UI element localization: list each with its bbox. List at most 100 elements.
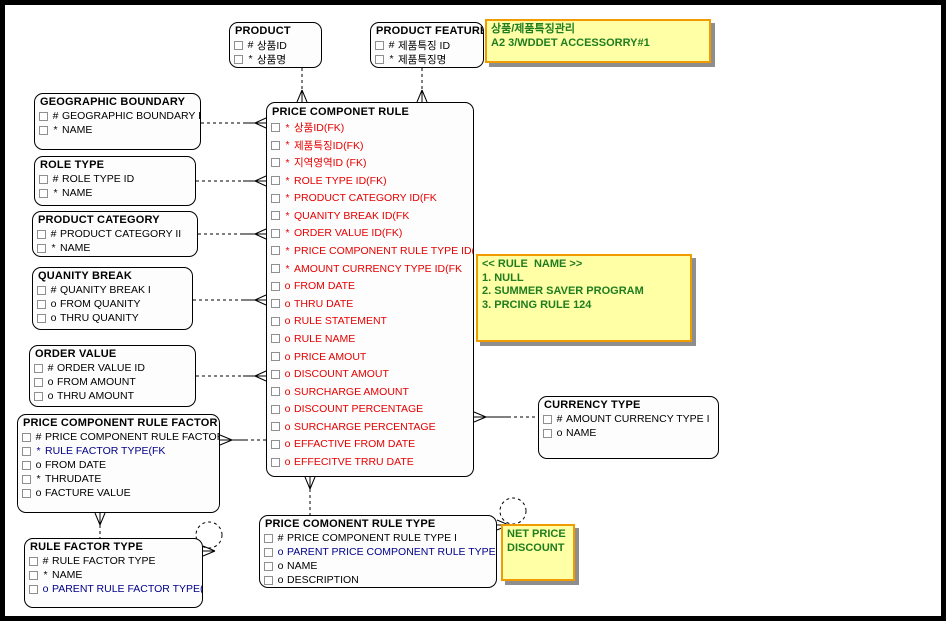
entity-role-type[interactable]: ROLE TYPE #ROLE TYPE ID*NAME <box>34 156 196 206</box>
attribute-checkbox[interactable] <box>264 575 273 585</box>
attribute-checkbox[interactable] <box>37 243 46 253</box>
attribute-checkbox[interactable] <box>39 174 48 184</box>
attribute-checkbox[interactable] <box>264 547 273 557</box>
attribute-checkbox[interactable] <box>39 111 48 121</box>
attribute-row: *NAME <box>29 568 202 582</box>
attribute-key: # <box>35 431 42 443</box>
attribute-checkbox[interactable] <box>271 228 280 238</box>
attribute-checkbox[interactable] <box>34 377 43 387</box>
attribute-row: *NAME <box>39 123 200 137</box>
attribute-checkbox[interactable] <box>375 40 384 50</box>
entity-product-feature[interactable]: PRODUCT FEATURE #제품특징 ID*제품특징명 <box>370 22 484 68</box>
attribute-checkbox[interactable] <box>271 334 280 344</box>
attribute-key: # <box>52 110 59 122</box>
entity-title: PRODUCT CATEGORY <box>38 214 160 226</box>
attribute-checkbox[interactable] <box>264 533 273 543</box>
attribute-checkbox[interactable] <box>271 176 280 186</box>
attribute-label: DISCOUNT PERCENTAGE <box>294 403 424 416</box>
attribute-checkbox[interactable] <box>271 422 280 432</box>
attribute-checkbox[interactable] <box>22 488 31 498</box>
attribute-key: * <box>36 473 41 485</box>
attribute-checkbox[interactable] <box>39 125 48 135</box>
attribute-key: o <box>284 280 291 293</box>
attribute-key: o <box>284 297 291 310</box>
attribute-row: *NAME <box>37 241 197 255</box>
attribute-checkbox[interactable] <box>29 584 38 594</box>
entity-product[interactable]: PRODUCT #상품ID*상품명 <box>229 22 322 68</box>
attribute-checkbox[interactable] <box>37 229 46 239</box>
attribute-checkbox[interactable] <box>22 474 31 484</box>
attribute-checkbox[interactable] <box>543 428 552 438</box>
attribute-row: #GEOGRAPHIC BOUNDARY I <box>39 109 200 123</box>
attribute-row: *제품특징ID(FK) <box>271 137 473 155</box>
attribute-checkbox[interactable] <box>271 369 280 379</box>
attribute-checkbox[interactable] <box>271 281 280 291</box>
attribute-label: ROLE TYPE ID <box>62 173 135 185</box>
attribute-checkbox[interactable] <box>271 193 280 203</box>
attribute-checkbox[interactable] <box>271 264 280 274</box>
attribute-checkbox[interactable] <box>271 299 280 309</box>
attribute-key: # <box>47 362 54 374</box>
attribute-checkbox[interactable] <box>543 414 552 424</box>
attribute-checkbox[interactable] <box>271 352 280 362</box>
attribute-checkbox[interactable] <box>22 446 31 456</box>
attribute-key: * <box>285 174 290 187</box>
attribute-checkbox[interactable] <box>34 363 43 373</box>
attribute-checkbox[interactable] <box>29 556 38 566</box>
attribute-checkbox[interactable] <box>264 561 273 571</box>
entity-geographic-boundary[interactable]: GEOGRAPHIC BOUNDARY #GEOGRAPHIC BOUNDARY… <box>34 93 201 150</box>
attribute-label: THRUDATE <box>45 473 102 485</box>
attribute-checkbox[interactable] <box>22 432 31 442</box>
attribute-checkbox[interactable] <box>271 457 280 467</box>
attribute-checkbox[interactable] <box>34 391 43 401</box>
attribute-key: o <box>284 403 291 416</box>
attribute-checkbox[interactable] <box>271 211 280 221</box>
attribute-checkbox[interactable] <box>271 246 280 256</box>
attribute-key: # <box>388 39 395 51</box>
entity-title: PRODUCT <box>235 25 291 37</box>
entity-product-category[interactable]: PRODUCT CATEGORY #PRODUCT CATEGORY II*NA… <box>32 211 198 257</box>
attribute-key: o <box>556 427 563 439</box>
entity-price-comonent-rule-type[interactable]: PRICE COMONENT RULE TYPE #PRICE COMPONEN… <box>259 515 497 588</box>
attribute-checkbox[interactable] <box>37 285 46 295</box>
entity-title: PRICE COMPONET RULE <box>272 106 410 118</box>
entity-price-componet-rule[interactable]: PRICE COMPONET RULE *상품ID(FK)*제품특징ID(FK)… <box>266 102 474 477</box>
attribute-checkbox[interactable] <box>234 40 243 50</box>
attribute-checkbox[interactable] <box>271 404 280 414</box>
attribute-checkbox[interactable] <box>39 188 48 198</box>
attribute-checkbox[interactable] <box>271 123 280 133</box>
attribute-checkbox[interactable] <box>271 158 280 168</box>
attribute-checkbox[interactable] <box>271 439 280 449</box>
entity-price-component-rule-factor[interactable]: PRICE COMPONENT RULE FACTOR #PRICE COMPO… <box>17 414 220 513</box>
attribute-row: *PRODUCT CATEGORY ID(FK <box>271 189 473 207</box>
attribute-label: FACTURE VALUE <box>45 487 131 499</box>
attribute-checkbox[interactable] <box>22 460 31 470</box>
entity-title: ROLE TYPE <box>40 159 105 171</box>
attribute-checkbox[interactable] <box>375 54 384 64</box>
attribute-checkbox[interactable] <box>271 316 280 326</box>
attribute-checkbox[interactable] <box>37 299 46 309</box>
note-line: 3. PRCING RULE 124 <box>482 298 592 311</box>
attribute-checkbox[interactable] <box>271 387 280 397</box>
attribute-label: PRODUCT CATEGORY ID(FK <box>294 192 437 205</box>
entity-attributes: #PRODUCT CATEGORY II*NAME <box>33 226 197 255</box>
attribute-checkbox[interactable] <box>29 570 38 580</box>
attribute-checkbox[interactable] <box>37 313 46 323</box>
attribute-key: o <box>284 456 291 469</box>
attribute-checkbox[interactable] <box>271 140 280 150</box>
connector-product-to-rule <box>296 68 308 103</box>
attribute-checkbox[interactable] <box>234 54 243 64</box>
